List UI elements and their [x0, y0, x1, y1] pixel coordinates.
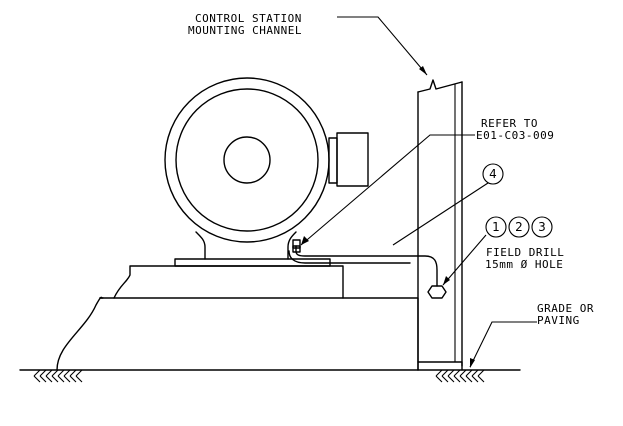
- label-grade-2: PAVING: [537, 314, 580, 327]
- label-control-station-2: MOUNTING CHANNEL: [188, 24, 302, 37]
- balloon-1-label: 1: [492, 220, 500, 234]
- conduit-run-lower: [288, 250, 411, 264]
- balloon-2-label: 2: [515, 220, 523, 234]
- conduit-fitting-2: [292, 245, 301, 253]
- leader-refer: [300, 134, 475, 246]
- hex-nut: [427, 285, 447, 299]
- leader-balloon-4: [392, 182, 489, 246]
- terminal-box: [328, 137, 338, 184]
- motor-saddle-left: [195, 231, 206, 260]
- conduit-fitting: [292, 239, 301, 249]
- leader-arrowhead-grade: [470, 358, 475, 368]
- leader-control-station: [337, 16, 428, 76]
- balloon-1-circle: [485, 216, 507, 238]
- label-grade-1: GRADE OR: [537, 302, 594, 315]
- balloon-4-circle: [482, 163, 504, 185]
- leader-arrowhead-channel: [419, 66, 427, 75]
- pedestal-block: [113, 265, 344, 299]
- balloon-3-label: 3: [538, 220, 546, 234]
- concrete-foundation: [56, 296, 419, 371]
- conduit-run: [295, 245, 438, 287]
- terminal-box-cover: [336, 132, 369, 187]
- leader-field-drill: [442, 234, 487, 286]
- channel-break-line: [417, 79, 463, 93]
- label-refer-1: REFER TO: [481, 117, 538, 130]
- channel-base: [417, 361, 463, 371]
- ground-hatch-left: [33, 369, 83, 383]
- motor-saddle-right: [287, 231, 297, 260]
- label-control-station-1: CONTROL STATION: [195, 12, 302, 25]
- balloon-3-circle: [531, 216, 553, 238]
- leader-arrowhead-drill: [443, 276, 450, 285]
- motor-housing: [164, 77, 330, 243]
- motor-shaft: [223, 136, 271, 184]
- leader-arrowhead-refer: [301, 236, 309, 245]
- balloon-4-label: 4: [489, 167, 497, 181]
- label-field-drill-2: 15mm Ø HOLE: [485, 258, 563, 271]
- label-refer-2: E01-C03-009: [476, 129, 554, 142]
- balloon-2-circle: [508, 216, 530, 238]
- motor-shaft-ring: [175, 88, 319, 232]
- leader-grade: [469, 321, 537, 368]
- ground-hatch-right: [435, 369, 485, 383]
- label-field-drill-1: FIELD DRILL: [486, 246, 564, 259]
